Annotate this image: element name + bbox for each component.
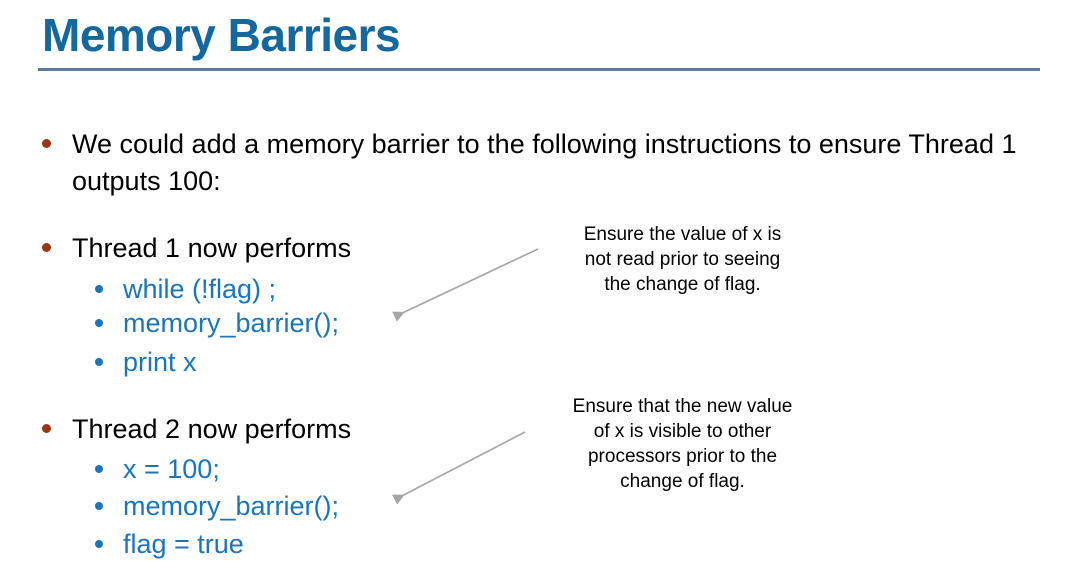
annotation-thread2: Ensure that the new value of x is visibl… (545, 394, 820, 494)
sub-bullet-dot-icon (95, 465, 103, 473)
bullet-intro: We could add a memory barrier to the fol… (42, 126, 1042, 200)
sub-bullet-dot-icon (95, 502, 103, 510)
bullet-thread2: Thread 2 now performs (42, 411, 351, 448)
code-line-thread1-1: memory_barrier(); (95, 305, 339, 342)
code-text: while (!flag) ; (123, 274, 277, 304)
annotation-line: Ensure that the new value (572, 396, 793, 417)
code-text: x = 100; (123, 454, 220, 484)
annotation-line: processors prior to the (587, 446, 778, 467)
bullet-dot-icon (42, 139, 51, 148)
annotation-line: of x is visible to other (593, 421, 772, 442)
code-line-thread1-0: while (!flag) ; (95, 271, 276, 308)
code-line-thread2-1: memory_barrier(); (95, 488, 339, 525)
annotation-line: Ensure the value of x is (583, 224, 782, 245)
sub-bullet-dot-icon (95, 540, 103, 548)
sub-bullet-dot-icon (95, 358, 103, 366)
code-text: memory_barrier(); (123, 491, 340, 521)
sub-bullet-dot-icon (95, 319, 103, 327)
code-line-thread1-2: print x (95, 344, 197, 381)
annotation-thread1: Ensure the value of x is not read prior … (545, 222, 820, 297)
annotation-line: change of flag. (620, 471, 745, 492)
page-title: Memory Barriers (42, 9, 401, 61)
bullet-intro-text: We could add a memory barrier to the fol… (72, 129, 1017, 196)
sub-bullet-dot-icon (95, 285, 103, 293)
code-line-thread2-0: x = 100; (95, 451, 220, 488)
code-line-thread2-2: flag = true (95, 526, 244, 563)
annotation-line: the change of flag. (604, 274, 761, 295)
code-text: memory_barrier(); (123, 308, 340, 338)
bullet-thread2-text: Thread 2 now performs (72, 414, 352, 444)
bullet-dot-icon (42, 243, 51, 252)
bullet-thread1-text: Thread 1 now performs (72, 233, 352, 263)
title-divider (38, 68, 1040, 71)
bullet-dot-icon (42, 424, 51, 433)
bullet-thread1: Thread 1 now performs (42, 230, 351, 267)
code-text: flag = true (123, 529, 244, 559)
code-text: print x (123, 347, 197, 377)
annotation-line: not read prior to seeing (584, 249, 781, 270)
